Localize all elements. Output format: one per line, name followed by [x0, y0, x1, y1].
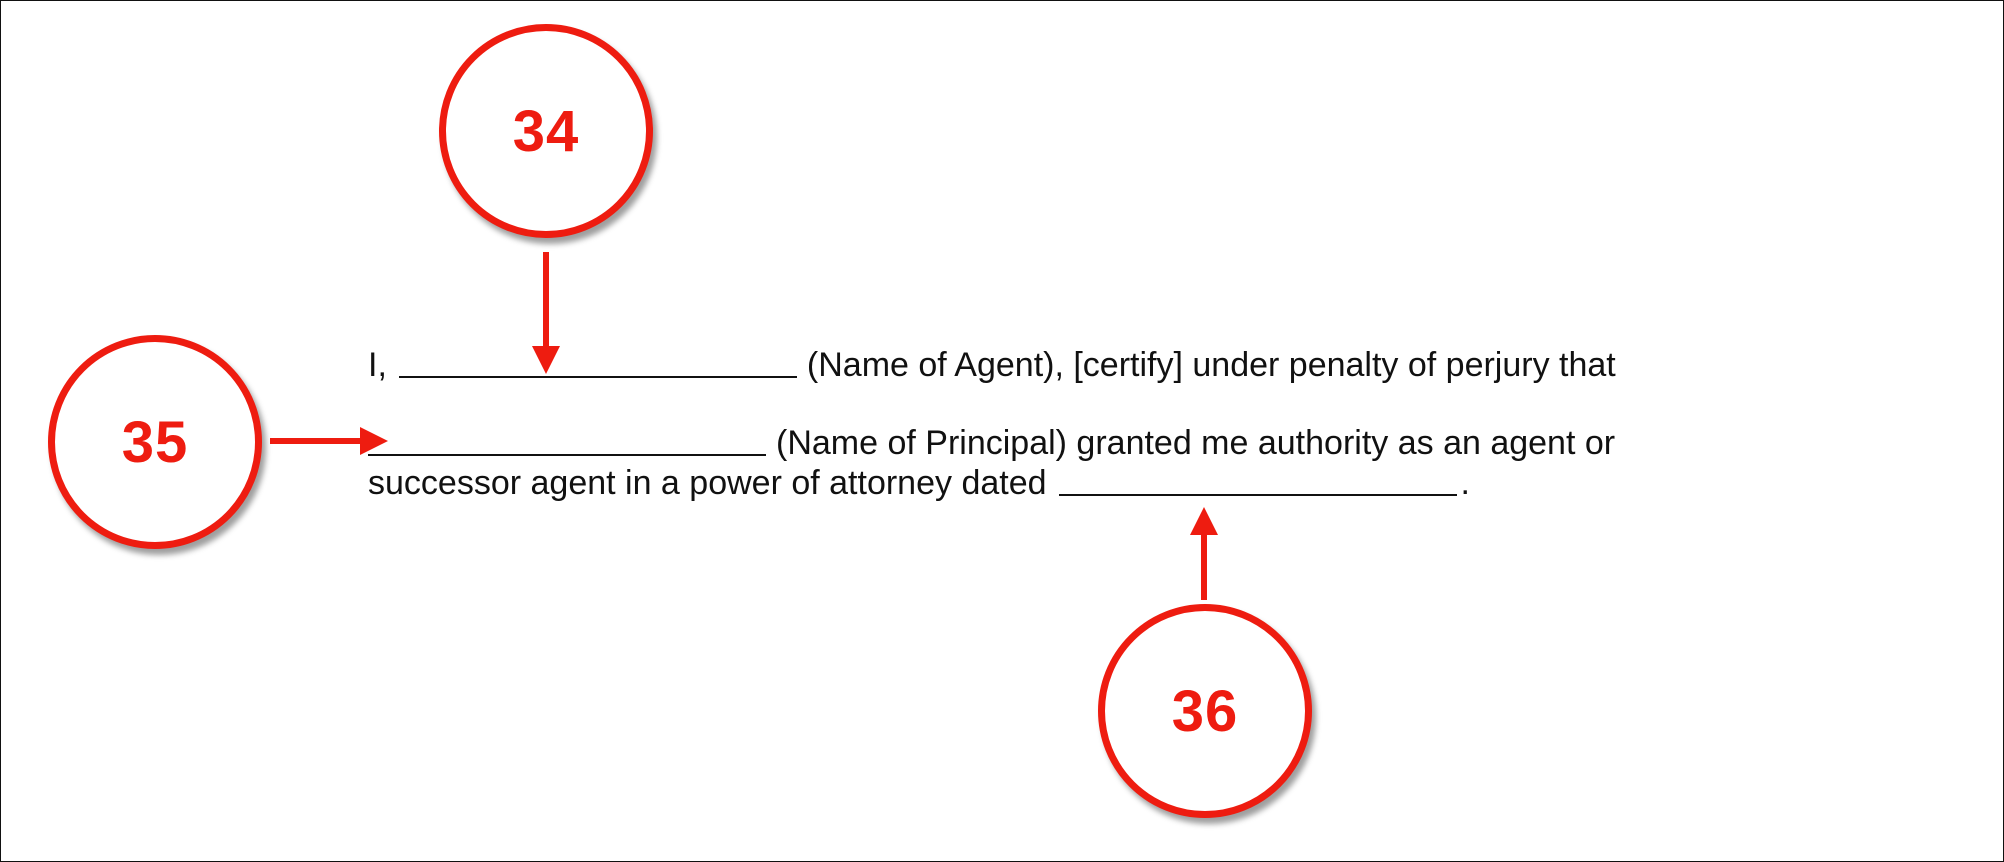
callout-marker-36: 36: [1098, 604, 1312, 818]
callout-marker-35: 35: [48, 335, 262, 549]
callout-marker-34: 34: [439, 24, 653, 238]
callout-number: 34: [512, 98, 580, 164]
line2-suffix: (Name of Principal) granted me authority…: [776, 424, 1616, 462]
poa-date-blank[interactable]: [1058, 464, 1457, 496]
callout-number: 36: [1171, 678, 1239, 744]
certification-line-1: I, (Name of Agent), [certify] under penal…: [368, 344, 1616, 385]
agent-name-blank[interactable]: [398, 346, 797, 378]
certification-line-3: successor agent in a power of attorney d…: [368, 462, 1470, 503]
callout-number: 35: [121, 409, 189, 475]
line1-suffix: (Name of Agent), [certify] under penalty…: [806, 346, 1616, 384]
line1-prefix: I,: [368, 346, 387, 384]
line3-suffix: .: [1460, 464, 1470, 502]
principal-name-blank[interactable]: [368, 424, 766, 456]
certification-line-2: (Name of Principal) granted me authority…: [368, 422, 1615, 463]
line3-prefix: successor agent in a power of attorney d…: [368, 464, 1047, 502]
